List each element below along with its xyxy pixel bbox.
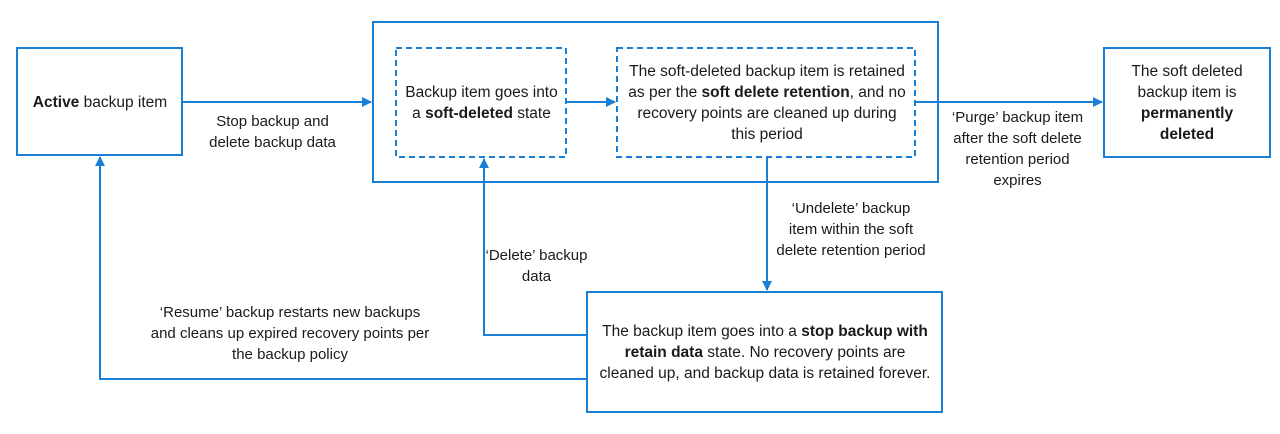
node-text: Backup item goes into a soft-deleted sta…: [404, 82, 559, 124]
node-retained: The soft-deleted backup item is retained…: [626, 50, 908, 156]
text: state. No recovery points are cleaned up…: [599, 343, 931, 382]
bold-text: permanently deleted: [1140, 105, 1234, 143]
node-text: The soft-deleted backup item is retained…: [626, 61, 908, 145]
edge-label-purge: ‘Purge’ backup item after the soft delet…: [951, 109, 1084, 189]
bold-text: Active: [32, 93, 80, 111]
node-active: Active backup item: [30, 50, 170, 154]
edge-label-stop-delete: Stop backup and delete backup data: [209, 113, 336, 151]
node-text: The backup item goes into a stop backup …: [596, 321, 934, 384]
text: The backup item goes into a: [602, 322, 802, 340]
edge-label-resume: ‘Resume’ backup restarts new backups and…: [150, 304, 430, 363]
text: The soft-deleted backup item is retained…: [628, 63, 905, 101]
node-stop-retain-box: [586, 291, 943, 413]
text: Backup item goes into a: [405, 84, 558, 122]
text: The soft deleted backup item is: [1131, 63, 1243, 101]
edge-delete-arrow: [479, 158, 587, 336]
text: state: [512, 105, 551, 122]
bold-text: stop backup with retain data: [624, 322, 928, 361]
node-permanent-box: [1103, 47, 1271, 158]
node-stop-retain: The backup item goes into a stop backup …: [596, 294, 934, 410]
bold-text: soft-deleted: [425, 105, 513, 122]
text: backup item: [79, 93, 168, 111]
bold-text: soft delete retention: [701, 84, 850, 101]
text: , and no recovery points are cleaned up …: [637, 84, 906, 143]
node-soft-deleted: Backup item goes into a soft-deleted sta…: [404, 50, 559, 156]
node-permanent: The soft deleted backup item is permanen…: [1112, 50, 1262, 156]
node-text: Active backup item: [33, 92, 167, 113]
edge-label-undelete: ‘Undelete’ backup item within the soft d…: [776, 200, 926, 259]
node-text: The soft deleted backup item is permanen…: [1112, 61, 1262, 145]
edge-resume-arrow: [95, 156, 587, 380]
edge-label-delete: ‘Delete’ backup data: [485, 247, 588, 285]
